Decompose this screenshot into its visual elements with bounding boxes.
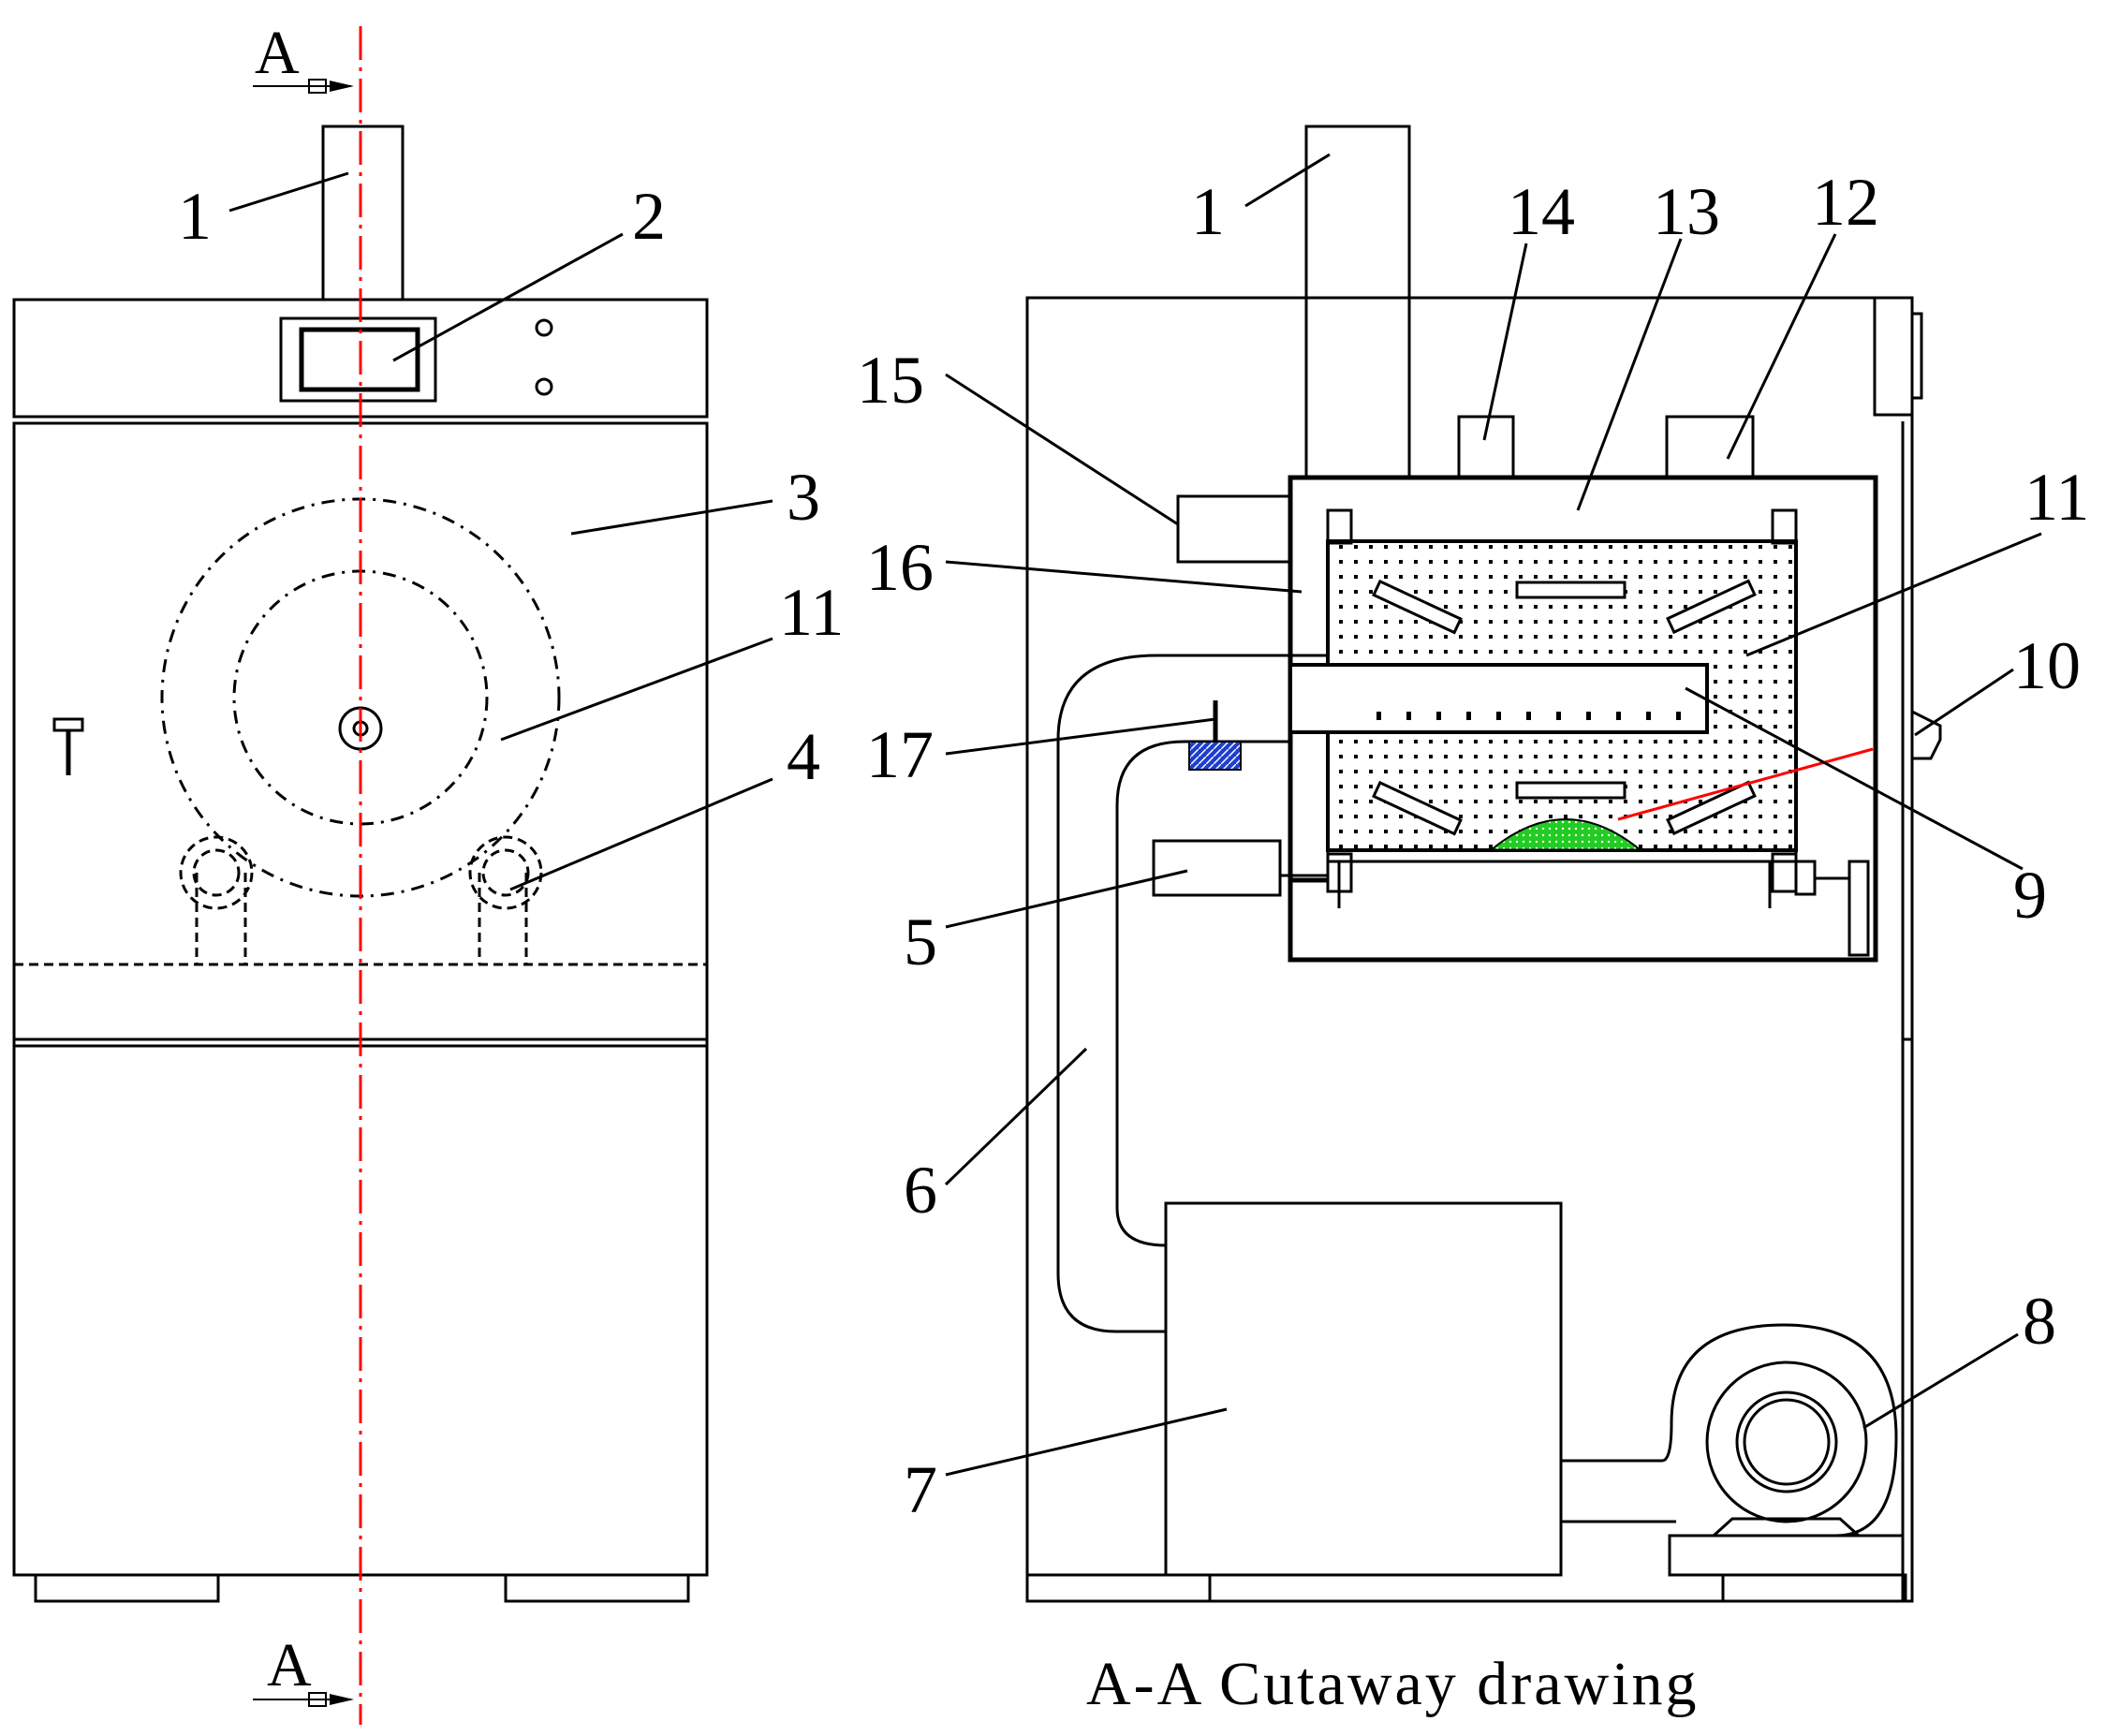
- cutaway-label-13: 13: [1653, 174, 1720, 249]
- door-handle-icon: [52, 717, 84, 775]
- heater-7: [1164, 1201, 1563, 1577]
- front-display-screen: [279, 316, 437, 403]
- front-label-2: 2: [632, 179, 666, 254]
- fan-8-outer: [1705, 1361, 1868, 1523]
- section-arrow-top: [253, 79, 354, 94]
- front-chimney: [321, 125, 405, 302]
- cutaway-foot-right: [1721, 1573, 1907, 1603]
- motor-5: [1152, 839, 1282, 897]
- front-foot-right: [504, 1573, 690, 1603]
- front-label-4: 4: [787, 719, 820, 794]
- port-12: [1665, 415, 1755, 479]
- fan-base: [1668, 1534, 1905, 1577]
- cutaway-label-17: 17: [866, 717, 934, 792]
- sensor-17: [1188, 741, 1242, 771]
- handle-10: [1910, 709, 1942, 760]
- inlet-15: [1176, 494, 1292, 564]
- hot-air-duct: [1288, 663, 1709, 734]
- front-label-3: 3: [787, 460, 820, 535]
- section-mark-top: A: [255, 19, 300, 87]
- cutaway-label-6: 6: [904, 1153, 937, 1228]
- cutaway-label-5: 5: [904, 905, 937, 979]
- front-label-11: 11: [779, 575, 844, 650]
- section-mark-bottom: A: [267, 1631, 312, 1699]
- front-foot-left: [34, 1573, 220, 1603]
- front-view: A A 1 2 3 11 4: [12, 19, 844, 1725]
- cutaway-label-8: 8: [2023, 1284, 2056, 1359]
- cutaway-label-14: 14: [1508, 174, 1575, 249]
- cutaway-view: 1 14 13 12 15 11 16 10 17 9 5 6 8 7 A-A …: [857, 125, 2089, 1718]
- front-button-2: [535, 377, 553, 396]
- section-arrow-bottom: [253, 1692, 354, 1707]
- material-pile: [1488, 818, 1643, 851]
- port-14: [1457, 415, 1515, 479]
- cutaway-label-12: 12: [1812, 165, 1879, 240]
- cutaway-label-16: 16: [866, 530, 934, 605]
- cutaway-label-15: 15: [857, 343, 924, 418]
- cutaway-foot-left: [1025, 1573, 1212, 1603]
- cutaway-label-11: 11: [2024, 460, 2089, 535]
- cutaway-label-1: 1: [1191, 174, 1225, 249]
- cutaway-cabinet: [1025, 296, 1914, 1603]
- duct-holes: [1376, 712, 1681, 720]
- cutaway-label-7: 7: [904, 1452, 937, 1527]
- cutaway-label-9: 9: [2013, 858, 2047, 933]
- front-roller-left: [179, 835, 254, 964]
- drum-paddles: [1372, 579, 1757, 836]
- front-roller-right: [468, 835, 543, 964]
- fan-8-inner: [1735, 1390, 1838, 1493]
- front-button-1: [535, 318, 553, 337]
- cutaway-chimney: [1304, 125, 1411, 479]
- cutaway-caption: A-A Cutaway drawing: [1086, 1650, 1700, 1718]
- cutaway-label-10: 10: [2013, 628, 2081, 703]
- front-label-1: 1: [178, 179, 212, 254]
